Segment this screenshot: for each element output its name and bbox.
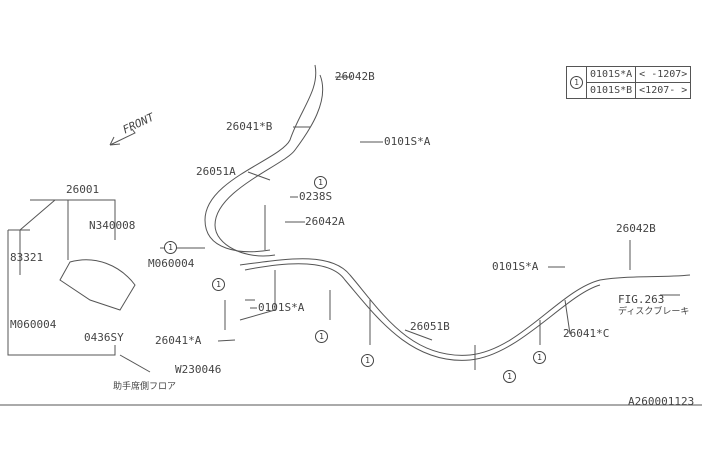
legend-part: 0101S*A [585, 66, 637, 83]
part-label: N340008 [89, 219, 136, 232]
part-label: M060004 [148, 257, 195, 270]
part-label: 0101S*A [258, 301, 305, 314]
part-label: 26041*C [563, 327, 610, 340]
ref-circle: 1 [314, 176, 327, 189]
ref-circle: 1 [315, 330, 328, 343]
fig-reference: FIG.263 [618, 293, 665, 306]
part-label: 26041*B [226, 120, 273, 133]
ref-circle: 1 [503, 370, 516, 383]
part-label: 26051A [196, 165, 236, 178]
part-label: 26041*A [155, 334, 202, 347]
ref-mark: 1 [570, 76, 583, 89]
part-label: 26001 [66, 183, 100, 196]
ref-circle: 1 [164, 241, 177, 254]
part-label: M060004 [10, 318, 57, 331]
legend-range: <1207- > [635, 82, 692, 99]
fig-note: ディスクブレーキ [618, 307, 690, 317]
part-label: 26042B [616, 222, 656, 235]
ref-circle: 1 [212, 278, 225, 291]
part-label: 0238S [299, 190, 333, 203]
legend-part: 0101S*B [585, 82, 637, 99]
ref-circle: 1 [533, 351, 546, 364]
legend-range: < -1207> [635, 66, 692, 83]
part-label: 26051B [410, 320, 450, 333]
part-label: 0436SY [84, 331, 124, 344]
part-label: W230046 [175, 363, 222, 376]
ref-circle: 1 [361, 354, 374, 367]
floor-note: 助手席側フロア [113, 382, 177, 392]
drawing-id: A260001123 [628, 395, 695, 408]
part-label: 26042A [305, 215, 345, 228]
part-label: 0101S*A [384, 135, 431, 148]
part-label: 26042B [335, 70, 375, 83]
part-label: 83321 [10, 251, 44, 264]
part-label: 0101S*A [492, 260, 539, 273]
